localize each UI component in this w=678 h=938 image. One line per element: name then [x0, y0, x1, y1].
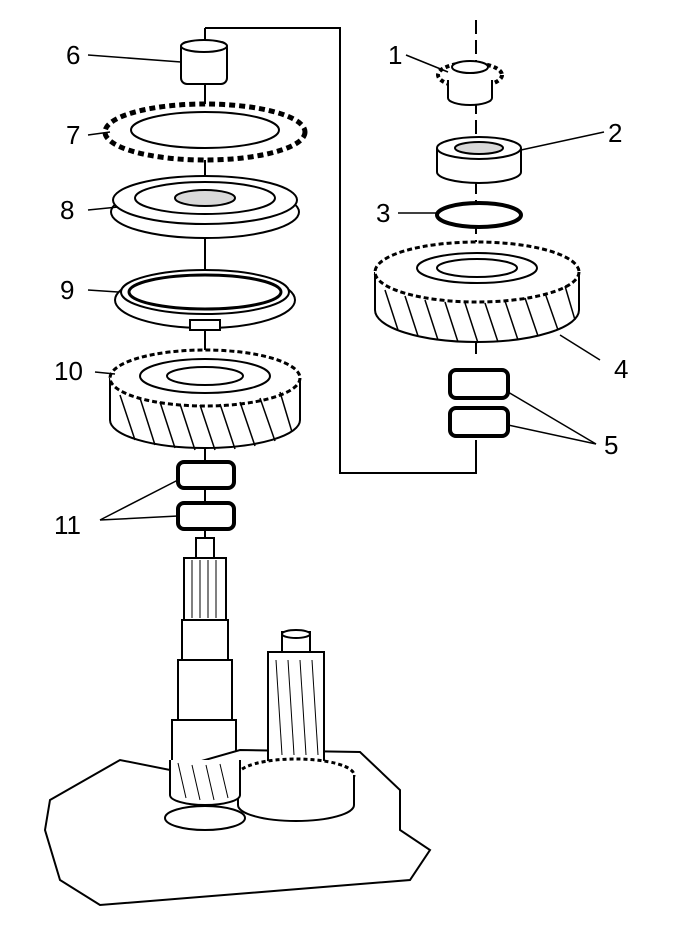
part-8-sync-hub — [110, 175, 300, 239]
callout-2: 2 — [608, 118, 623, 148]
callout-10: 10 — [54, 356, 83, 386]
callout-5: 5 — [604, 430, 619, 460]
shaft-and-case-assembly — [43, 537, 432, 907]
callout-11: 11 — [54, 510, 81, 540]
part-6-sleeve — [180, 39, 228, 85]
connector-line — [205, 20, 477, 474]
part-2-bearing — [436, 136, 522, 184]
leader-lines — [87, 54, 605, 521]
callout-1: 1 — [388, 40, 403, 70]
callout-3: 3 — [376, 198, 391, 228]
part-10-helical-gear — [108, 348, 302, 451]
part-9-blocker-ring — [114, 269, 296, 331]
part-11-needle-bearings — [176, 460, 236, 531]
callout-6: 6 — [66, 40, 81, 70]
callout-4: 4 — [614, 354, 629, 384]
part-5-needle-bearings — [448, 368, 510, 438]
part-1-small-gear — [436, 60, 504, 106]
part-7-sync-ring — [102, 101, 308, 163]
part-3-snap-ring — [435, 201, 523, 229]
callout-9: 9 — [60, 275, 75, 305]
part-4-helical-gear — [373, 240, 581, 344]
callout-7: 7 — [66, 120, 81, 150]
callout-8: 8 — [60, 195, 75, 225]
